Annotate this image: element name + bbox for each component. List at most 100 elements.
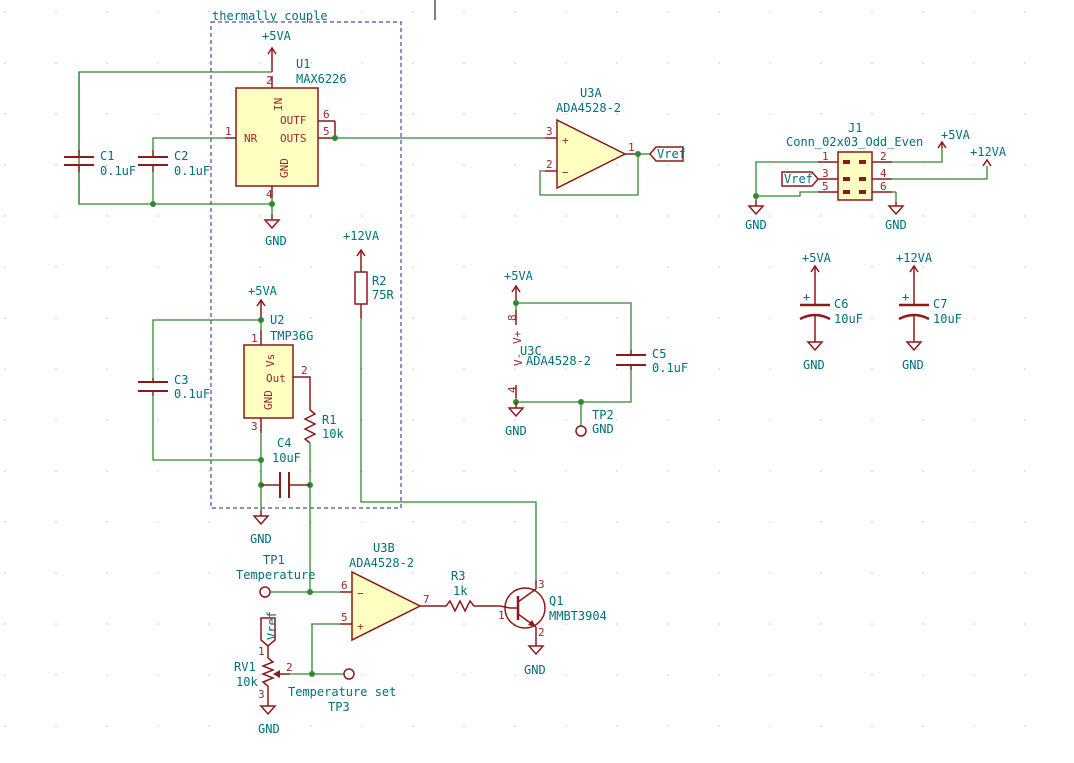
grid-dot bbox=[361, 164, 363, 166]
c6-value: 10uF bbox=[834, 312, 863, 326]
grid-dot bbox=[4, 266, 6, 268]
grid-dot bbox=[769, 62, 771, 64]
tp1-testpoint[interactable]: TP1 Temperature bbox=[236, 553, 315, 598]
j1-ref: J1 bbox=[848, 121, 862, 135]
grid-dot bbox=[55, 368, 57, 370]
grid-dot bbox=[4, 215, 6, 217]
u3a-opamp[interactable]: + − 3 2 1 U3A ADA4528-2 bbox=[545, 86, 638, 190]
grid-dot bbox=[616, 113, 618, 115]
u2-pin2: 2 bbox=[301, 364, 308, 377]
rv1-value: 10k bbox=[236, 675, 258, 689]
grid-dot bbox=[871, 113, 873, 115]
gnd-q1-label: GND bbox=[524, 663, 546, 677]
grid-dot bbox=[922, 470, 924, 472]
grid-dot bbox=[55, 674, 57, 676]
grid-dot bbox=[871, 11, 873, 13]
grid-dot bbox=[412, 62, 414, 64]
j1-pin4: 4 bbox=[880, 167, 887, 180]
grid-dot bbox=[208, 215, 210, 217]
grid-dot bbox=[4, 623, 6, 625]
grid-dot bbox=[157, 62, 159, 64]
c6-capacitor[interactable]: + +5VA C6 10uF GND bbox=[799, 251, 863, 372]
grid-dot bbox=[259, 215, 261, 217]
u3b-ref: U3B bbox=[373, 541, 395, 555]
tp3-testpoint[interactable]: Temperature set TP3 bbox=[288, 668, 396, 714]
u3b-opamp[interactable]: − + 6 5 7 U3B ADA4528-2 bbox=[340, 541, 440, 642]
c1-capacitor[interactable]: C1 0.1uF bbox=[64, 149, 136, 178]
q1-transistor[interactable]: 1 3 2 Q1 MMBT3904 bbox=[498, 578, 607, 640]
u1-max6226[interactable]: IN OUTF OUTS NR GND 2 4 1 6 5 U1 MAX6226 bbox=[225, 57, 347, 201]
grid-dot bbox=[55, 215, 57, 217]
grid-dot bbox=[871, 419, 873, 421]
c3-capacitor[interactable]: C3 0.1uF bbox=[138, 373, 210, 401]
c2-value: 0.1uF bbox=[174, 164, 210, 178]
wire-u3c-c5-top bbox=[516, 302, 632, 350]
grid-dot bbox=[361, 572, 363, 574]
r2-value: 75R bbox=[372, 288, 394, 302]
grid-dot bbox=[106, 266, 108, 268]
grid-dot bbox=[922, 572, 924, 574]
grid-dot bbox=[412, 470, 414, 472]
grid-dot bbox=[55, 419, 57, 421]
grid-dot bbox=[973, 470, 975, 472]
j1-connector[interactable]: 1 2 3 4 5 6 J1 Conn_02x03_Odd_Even bbox=[786, 121, 923, 201]
u3c-opamp-power[interactable]: U3C ADA4528-2 V+ V- 8 4 bbox=[506, 310, 591, 398]
r1-resistor[interactable]: R1 10k bbox=[303, 409, 344, 444]
gnd-j1-right-label: GND bbox=[885, 218, 907, 232]
grid-dot bbox=[922, 113, 924, 115]
u3c-value: ADA4528-2 bbox=[526, 354, 591, 368]
grid-dot bbox=[361, 113, 363, 115]
grid-dot bbox=[922, 674, 924, 676]
c5-capacitor[interactable]: C5 0.1uF bbox=[616, 347, 688, 375]
tp2-testpoint[interactable]: TP2 GND bbox=[575, 408, 614, 437]
grid-dot bbox=[565, 674, 567, 676]
r1-ref: R1 bbox=[322, 413, 336, 427]
u2-tmp36[interactable]: Vs Out GND 1 2 3 U2 TMP36G bbox=[243, 313, 313, 433]
r3-resistor[interactable]: R3 1k bbox=[440, 569, 500, 613]
grid-dot bbox=[412, 623, 414, 625]
gnd-j1-right: GND bbox=[885, 202, 907, 232]
q1-ref: Q1 bbox=[549, 594, 563, 608]
grid-dot bbox=[463, 113, 465, 115]
wire-u3a-feedback bbox=[539, 154, 639, 196]
grid-dot bbox=[820, 725, 822, 727]
grid-dot bbox=[208, 470, 210, 472]
grid-dot bbox=[106, 674, 108, 676]
grid-dot bbox=[1024, 368, 1026, 370]
grid-dot bbox=[463, 419, 465, 421]
grid-dot bbox=[463, 521, 465, 523]
grid-dot bbox=[565, 266, 567, 268]
grid-dot bbox=[412, 674, 414, 676]
grid-dot bbox=[820, 215, 822, 217]
power-5va-j1-label: +5VA bbox=[941, 128, 971, 142]
grid-dot bbox=[718, 521, 720, 523]
grid-dot bbox=[412, 317, 414, 319]
u3a-value: ADA4528-2 bbox=[556, 101, 621, 115]
rv1-potentiometer[interactable]: RV1 10k 1 2 3 bbox=[234, 645, 293, 701]
gnd-q1: GND bbox=[524, 640, 546, 677]
grid-dot bbox=[820, 11, 822, 13]
grid-dot bbox=[667, 470, 669, 472]
grid-dot bbox=[106, 470, 108, 472]
grid-dot bbox=[157, 521, 159, 523]
grid-dot bbox=[310, 62, 312, 64]
grid-dot bbox=[1024, 521, 1026, 523]
c2-capacitor[interactable]: C2 0.1uF bbox=[138, 149, 210, 178]
r2-resistor[interactable]: +12VA R2 75R bbox=[343, 229, 394, 318]
c6-plus: + bbox=[803, 290, 810, 304]
grid-dot bbox=[4, 419, 6, 421]
c4-capacitor[interactable]: C4 10uF bbox=[261, 436, 310, 498]
c1-value: 0.1uF bbox=[100, 164, 136, 178]
grid-dot bbox=[973, 164, 975, 166]
grid-dot bbox=[55, 521, 57, 523]
u1-pin-outs-label: OUTS bbox=[280, 132, 307, 145]
c1-ref: C1 bbox=[100, 149, 114, 163]
grid-dot bbox=[55, 164, 57, 166]
grid-dot bbox=[55, 572, 57, 574]
grid-dot bbox=[463, 470, 465, 472]
grid-dot bbox=[922, 419, 924, 421]
u1-pin-nr-label: NR bbox=[244, 132, 258, 145]
grid-dot bbox=[565, 11, 567, 13]
c7-capacitor[interactable]: + +12VA C7 10uF GND bbox=[896, 251, 962, 372]
r3-value: 1k bbox=[453, 584, 468, 598]
